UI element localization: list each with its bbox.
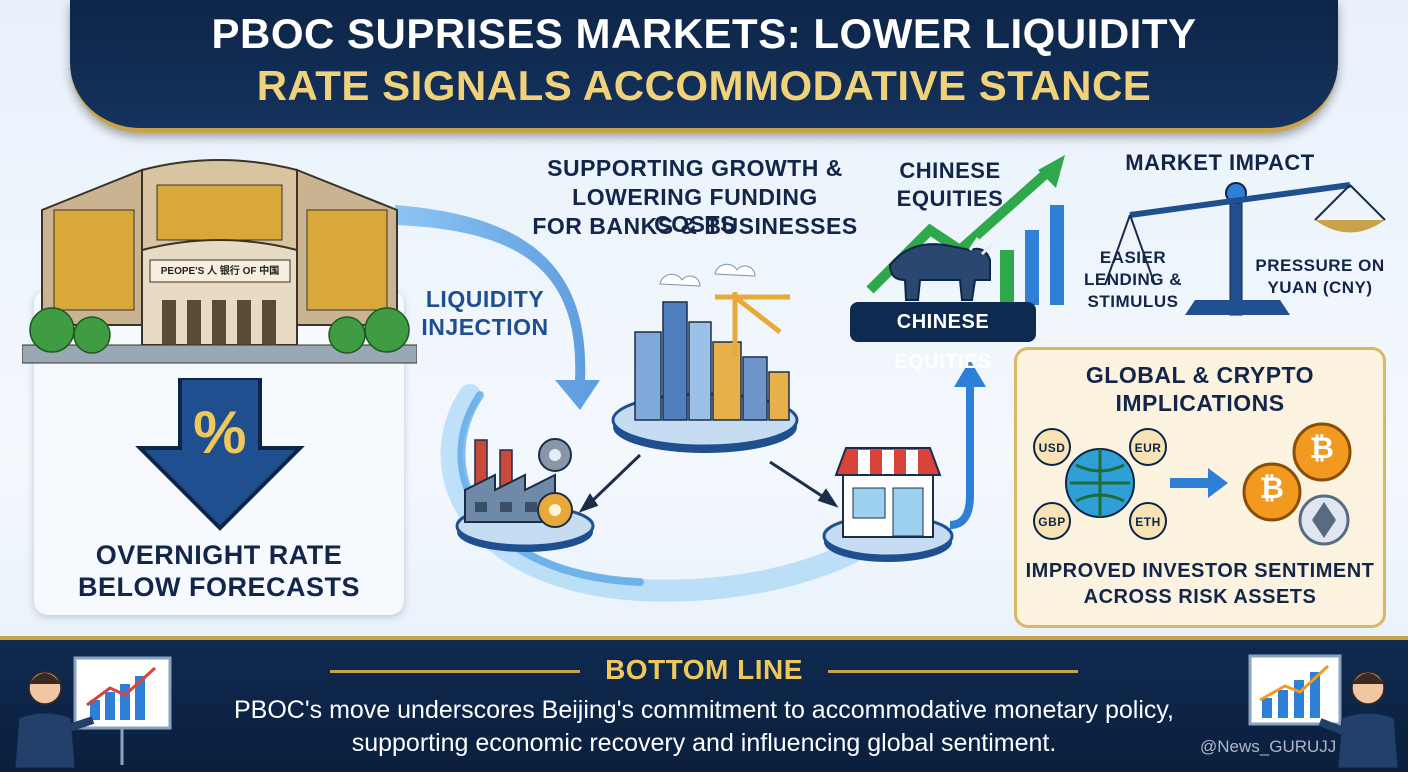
- rate-label-line1: OVERNIGHT RATE: [95, 540, 343, 570]
- up-arrow-to-equities-icon: [949, 360, 986, 529]
- header-banner: [70, 0, 1338, 133]
- impact-left-line1: EASIER: [1099, 248, 1167, 267]
- watermark: @News_GURUJJ: [1200, 737, 1337, 756]
- right-arrow-icon: [1170, 468, 1228, 498]
- bottom-divider-right: [828, 670, 1078, 673]
- bottom-line-text: PBOC's move underscores Beijing's commit…: [150, 694, 1258, 760]
- impact-right-line2: YUAN (CNY): [1267, 278, 1373, 297]
- market-impact-title: MARKET IMPACT: [1125, 150, 1315, 175]
- bull-growth-icon: [866, 155, 1065, 305]
- shop-icon: [822, 447, 954, 562]
- bottom-line-title: BOTTOM LINE: [605, 654, 803, 685]
- currency-eth: ETH: [1135, 515, 1161, 529]
- equities-heading-line2: EQUITIES: [896, 186, 1004, 211]
- bottom-line-text-line2: supporting economic recovery and influen…: [351, 729, 1057, 757]
- bitcoin-symbol-2: ₿: [1259, 472, 1285, 505]
- impact-right-line1: PRESSURE ON: [1255, 256, 1385, 275]
- growth-line3: FOR BANKS & BUSINESSES: [532, 213, 858, 239]
- percent-symbol: %: [193, 399, 247, 466]
- bottom-divider-left: [330, 670, 580, 673]
- growth-line2: LOWERING FUNDING COSTS: [572, 184, 818, 237]
- rate-down-arrow-icon: [135, 378, 305, 531]
- currency-eur: EUR: [1134, 441, 1162, 455]
- global-footer-line2: ACROSS RISK ASSETS: [1083, 586, 1317, 608]
- currency-usd: USD: [1038, 441, 1066, 455]
- growth-line1: SUPPORTING GROWTH &: [547, 155, 843, 181]
- rate-label-line2: BELOW FORECASTS: [78, 572, 360, 602]
- equities-banner: CHINESE EQUITIES: [850, 302, 1036, 373]
- building-sign: PEOPE'S 人 银行 OF 中国: [160, 266, 280, 277]
- currency-gbp: GBP: [1038, 515, 1066, 529]
- liquidity-line1: LIQUIDITY: [425, 286, 545, 312]
- global-title-line2: IMPLICATIONS: [1115, 390, 1285, 416]
- page-title-line1: PBOC SUPRISES MARKETS: LOWER LIQUIDITY: [211, 10, 1197, 57]
- factory-icon: [455, 438, 595, 552]
- impact-left-line3: STIMULUS: [1087, 292, 1179, 311]
- balance-scale-icon: [1104, 182, 1386, 316]
- pboc-building-icon: [22, 159, 417, 364]
- crypto-coins-icon: [1242, 422, 1352, 546]
- currency-exchange-icon: [1033, 428, 1167, 540]
- bottom-line-banner: [0, 636, 1408, 772]
- liquidity-line2: INJECTION: [421, 314, 549, 340]
- impact-left-line2: LENDING &: [1084, 270, 1182, 289]
- bitcoin-symbol-1: ₿: [1309, 432, 1335, 465]
- page-title-line2: RATE SIGNALS ACCOMMODATIVE STANCE: [256, 62, 1152, 109]
- global-footer-line1: IMPROVED INVESTOR SENTIMENT: [1025, 560, 1375, 582]
- equities-heading-line1: CHINESE: [899, 158, 1001, 183]
- presenter-right-icon: [1248, 654, 1399, 768]
- city-icon: [611, 263, 799, 453]
- bottom-line-text-line1: PBOC's move underscores Beijing's commit…: [234, 696, 1174, 724]
- presenter-left-icon: [14, 656, 172, 768]
- global-title-line1: GLOBAL & CRYPTO: [1085, 362, 1315, 388]
